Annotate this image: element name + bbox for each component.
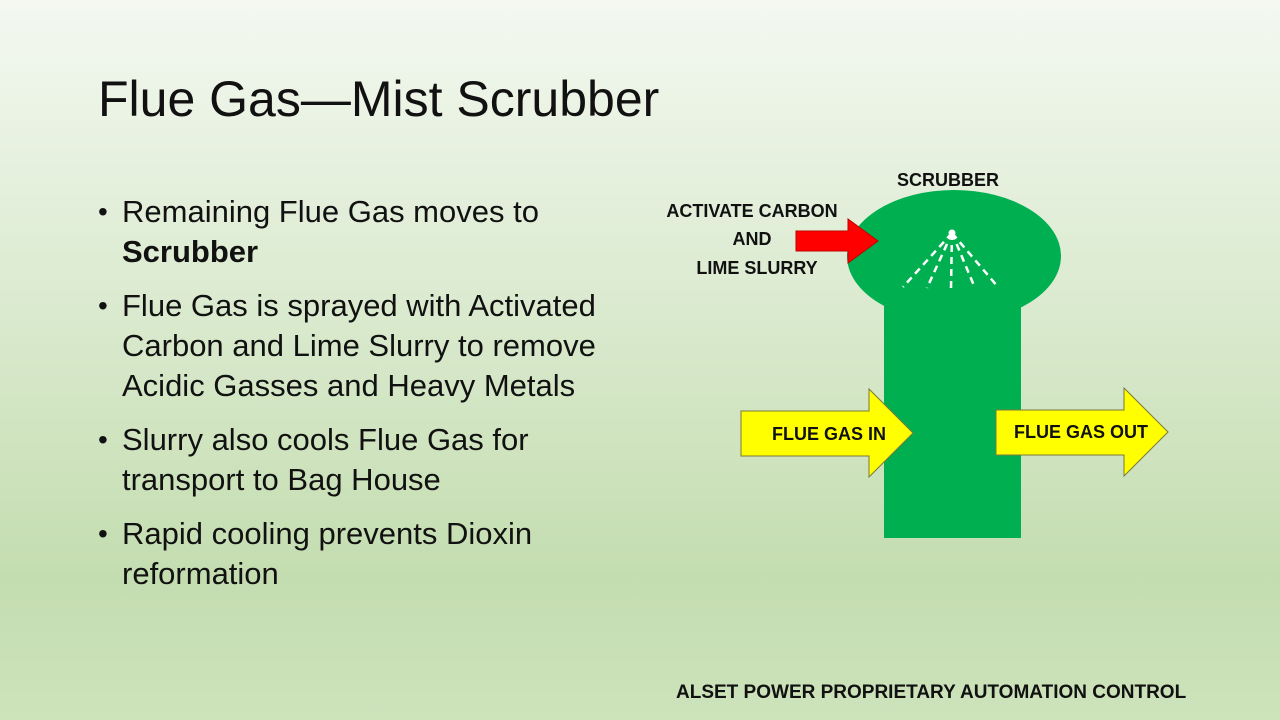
bullet-text: Flue Gas is sprayed with Activated Carbo… [122, 288, 596, 403]
spray-icon [902, 232, 999, 289]
bullet-dot-icon: • [98, 290, 108, 321]
flue-gas-in-arrow [740, 387, 914, 479]
bullet-text: Rapid cooling prevents Dioxin reformatio… [122, 516, 533, 591]
bullet-item: • Rapid cooling prevents Dioxin reformat… [98, 514, 598, 594]
inlet-label-line-2: AND [733, 229, 772, 249]
scrubber-head [847, 190, 1061, 322]
flue-gas-out-arrow [995, 386, 1169, 478]
bullet-item: • Slurry also cools Flue Gas for transpo… [98, 420, 598, 500]
slide-title: Flue Gas—Mist Scrubber [98, 71, 660, 127]
flue-gas-in-label: FLUE GAS IN [772, 424, 886, 444]
spray-nozzle-icon [948, 229, 956, 237]
footer-text: ALSET POWER PROPRIETARY AUTOMATION CONTR… [676, 682, 1187, 703]
bullet-bold-text: Scrubber [122, 234, 259, 269]
bullet-text: Slurry also cools Flue Gas for transport… [122, 422, 529, 497]
inlet-label-line-1: ACTIVATE CARBON [666, 201, 837, 221]
flue-gas-out-label: FLUE GAS OUT [1014, 422, 1148, 442]
bullet-dot-icon: • [98, 518, 108, 549]
bullet-list: • Remaining Flue Gas moves to Scrubber •… [98, 192, 598, 608]
bullet-item: • Flue Gas is sprayed with Activated Car… [98, 286, 598, 406]
slurry-inlet-arrow-icon [795, 218, 879, 264]
bullet-dot-icon: • [98, 196, 108, 227]
bullet-text: Remaining Flue Gas moves to [122, 194, 539, 229]
inlet-label-line-3: LIME SLURRY [696, 258, 817, 278]
bullet-item: • Remaining Flue Gas moves to Scrubber [98, 192, 598, 272]
bullet-dot-icon: • [98, 424, 108, 455]
scrubber-label: SCRUBBER [897, 170, 999, 190]
